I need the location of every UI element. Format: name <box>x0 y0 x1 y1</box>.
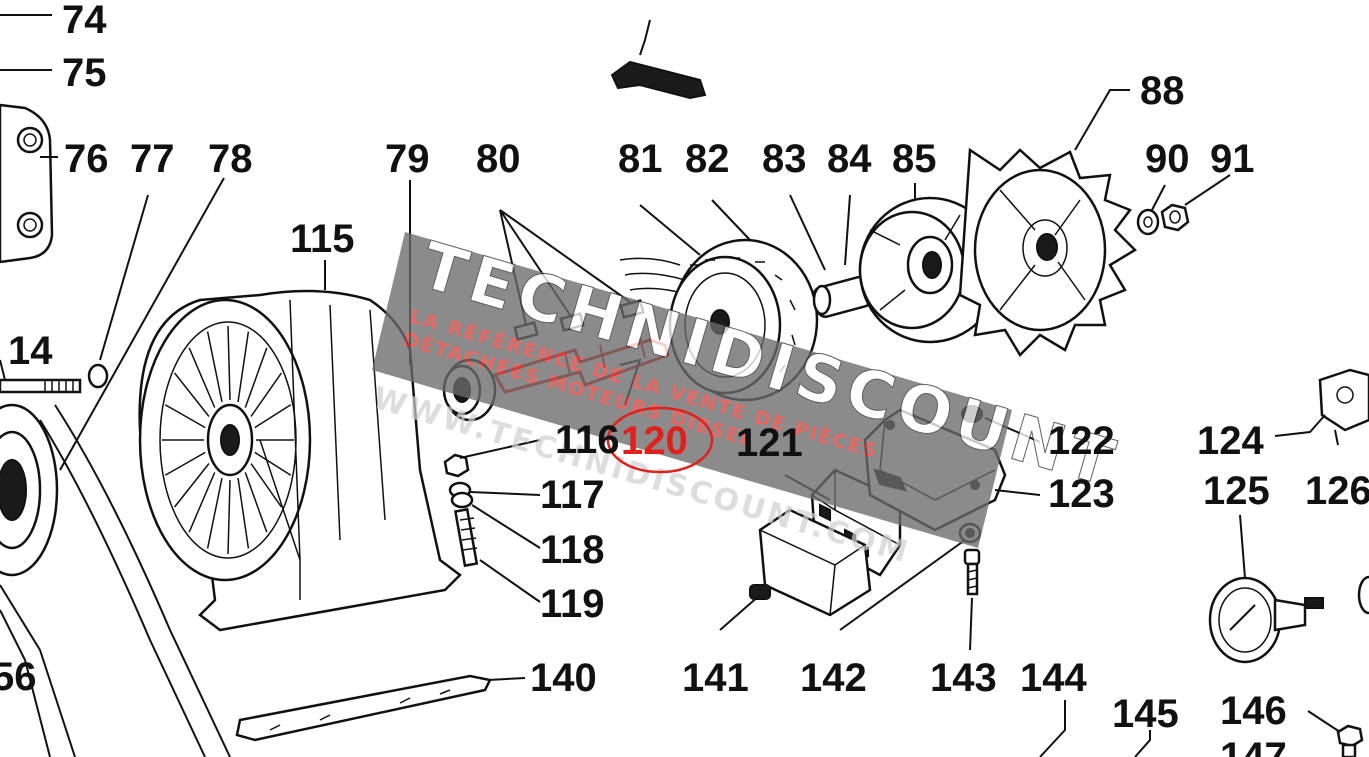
part-76-housing <box>0 103 54 264</box>
callout-56[interactable]: 56 <box>0 655 37 699</box>
fan-fin <box>164 404 206 429</box>
callout-81[interactable]: 81 <box>618 137 663 181</box>
part-117-washer <box>448 481 474 509</box>
part-91-nut <box>1160 203 1190 232</box>
callout-91[interactable]: 91 <box>1210 137 1255 181</box>
callout-76[interactable]: 76 <box>64 137 109 181</box>
part-140-bar <box>235 674 492 742</box>
fan-fin <box>227 325 231 401</box>
part-83-84-hub <box>812 275 873 318</box>
callout-90[interactable]: 90 <box>1145 137 1190 181</box>
fan-fin <box>250 463 283 508</box>
fan-fin <box>206 331 223 403</box>
part-119-stud <box>453 507 479 568</box>
fan-fin <box>244 347 268 408</box>
callout-140[interactable]: 140 <box>530 656 597 700</box>
callout-147[interactable]: 147 <box>1220 735 1287 757</box>
part-125-gauge <box>1208 576 1324 664</box>
callout-80[interactable]: 80 <box>476 137 521 181</box>
part-116-nut <box>443 453 470 478</box>
callout-77[interactable]: 77 <box>130 137 175 181</box>
fan-fin <box>254 404 292 429</box>
part-90-washer <box>1136 208 1160 236</box>
fan-fin <box>188 472 216 533</box>
callout-125[interactable]: 125 <box>1203 469 1270 513</box>
part-146-bolt <box>1336 724 1364 757</box>
part-12-clip <box>610 19 707 100</box>
part-56-pulley-belt <box>0 403 231 757</box>
callout-84[interactable]: 84 <box>827 137 872 181</box>
callout-120-highlighted[interactable]: 120 <box>621 419 688 463</box>
part-124-switch <box>1318 368 1369 446</box>
fan-fin <box>227 479 231 555</box>
fan-fin <box>237 331 250 403</box>
callout-142[interactable]: 142 <box>800 656 867 700</box>
callout-143[interactable]: 143 <box>930 656 997 700</box>
fan-fin <box>254 451 292 476</box>
callout-78[interactable]: 78 <box>208 137 253 181</box>
callout-119[interactable]: 119 <box>540 582 605 626</box>
callout-123[interactable]: 123 <box>1048 472 1115 516</box>
callout-79[interactable]: 79 <box>385 137 430 181</box>
callout-75[interactable]: 75 <box>62 51 107 95</box>
highlight-ring <box>606 406 714 474</box>
callout-83[interactable]: 83 <box>762 137 807 181</box>
fan-fin <box>164 451 206 476</box>
callout-118[interactable]: 118 <box>540 528 605 572</box>
callout-74[interactable]: 74 <box>62 0 107 42</box>
callout-146[interactable]: 146 <box>1220 689 1287 733</box>
callout-126[interactable]: 126 <box>1305 469 1369 513</box>
callout-121[interactable]: 121 <box>736 421 803 465</box>
part-14-bolt <box>0 363 109 394</box>
callout-88[interactable]: 88 <box>1140 69 1185 113</box>
part-141-box <box>749 508 872 617</box>
fan-fin <box>174 463 210 508</box>
callout-116[interactable]: 116 <box>555 418 620 462</box>
callout-141[interactable]: 141 <box>682 656 749 700</box>
callout-14[interactable]: 14 <box>8 329 53 373</box>
fan-fin <box>174 372 210 417</box>
callout-85[interactable]: 85 <box>892 137 937 181</box>
part-143-bolt <box>963 548 981 596</box>
callout-82[interactable]: 82 <box>685 137 730 181</box>
callout-145[interactable]: 145 <box>1112 692 1179 736</box>
part-115-fan-housing <box>138 289 462 632</box>
callout-117[interactable]: 117 <box>540 473 605 517</box>
fan-fin <box>206 477 223 549</box>
callout-115[interactable]: 115 <box>290 217 355 261</box>
fan-fin <box>237 477 250 549</box>
callout-144[interactable]: 144 <box>1020 656 1087 700</box>
fan-fin <box>250 372 283 417</box>
part-126-fitting <box>1357 575 1369 615</box>
fan-fin <box>188 347 216 408</box>
callout-124[interactable]: 124 <box>1197 419 1264 463</box>
part-88-fan <box>958 147 1138 358</box>
callout-122[interactable]: 122 <box>1048 419 1115 463</box>
fan-fin <box>244 472 268 533</box>
